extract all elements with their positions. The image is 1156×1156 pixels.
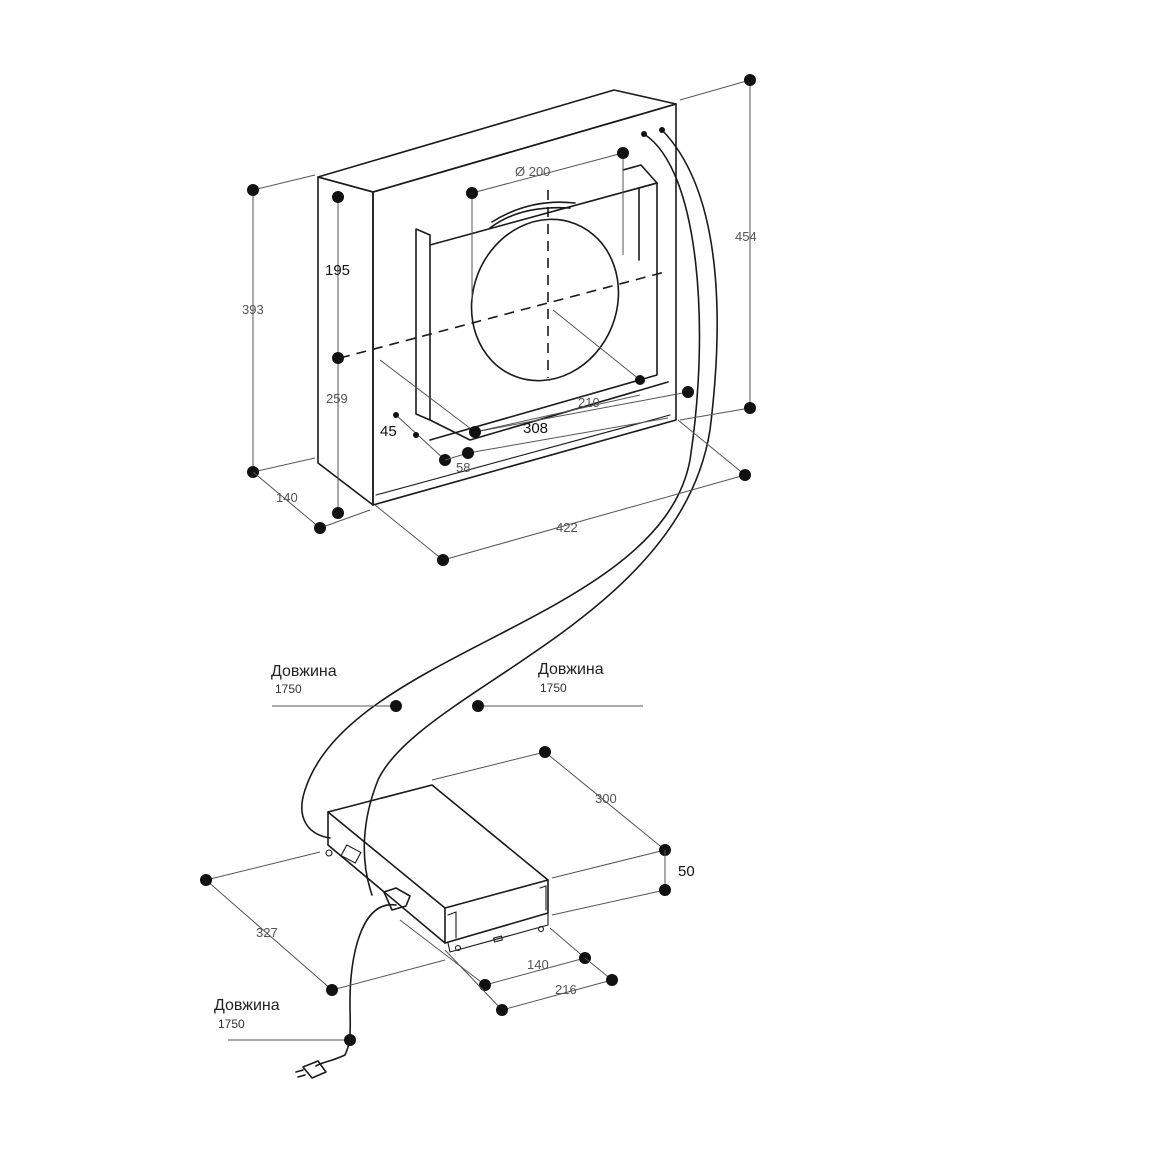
box-top-face bbox=[327, 784, 549, 909]
hood-top-face bbox=[317, 89, 677, 193]
dim-diameter: Ø 200 bbox=[515, 164, 550, 179]
cable-label-right: Довжина 1750 bbox=[472, 661, 643, 712]
dim-box-width: 327 bbox=[256, 925, 278, 940]
dim-box-length: 300 bbox=[595, 791, 617, 806]
dim-box-inner-width: 140 bbox=[527, 957, 549, 972]
dim-width: 422 bbox=[556, 520, 578, 535]
plug-icon bbox=[295, 1060, 327, 1079]
cable-length-label: Довжина bbox=[271, 663, 337, 680]
cable-b bbox=[363, 129, 718, 896]
hood-cables bbox=[301, 127, 718, 896]
dim-inner-width: 210 bbox=[578, 395, 600, 410]
dim-box-height: 50 bbox=[678, 863, 695, 880]
centre-line-horizontal bbox=[339, 271, 666, 359]
dim-height-front: 393 bbox=[242, 302, 264, 317]
power-cable bbox=[315, 904, 397, 1067]
connector-icon bbox=[383, 887, 411, 911]
cable-length-value: 1750 bbox=[540, 681, 567, 695]
dim-bracket-offset: 45 bbox=[380, 423, 397, 440]
cable-label-bottom: Довжина 1750 bbox=[214, 997, 356, 1046]
duct-collar-rim bbox=[491, 201, 576, 223]
hood-body bbox=[317, 89, 677, 506]
cable-label-left: Довжина 1750 bbox=[271, 663, 402, 712]
hood-bracket bbox=[415, 164, 669, 441]
bracket-right-flange bbox=[622, 164, 658, 261]
duct-collar bbox=[489, 206, 571, 229]
dim-height-total: 454 bbox=[735, 229, 757, 244]
cable-length-label: Довжина bbox=[538, 661, 604, 678]
dim-depth: 140 bbox=[276, 490, 298, 505]
hood-side-face bbox=[317, 176, 374, 506]
cable-length-value: 1750 bbox=[218, 1017, 245, 1031]
cable-length-value: 1750 bbox=[275, 682, 302, 696]
dim-inner-offset: 58 bbox=[456, 460, 470, 475]
duct-outlet bbox=[470, 201, 620, 382]
bracket-bottom bbox=[429, 381, 669, 441]
dim-box-outer-width: 216 bbox=[555, 982, 577, 997]
dim-upper: 195 bbox=[325, 262, 350, 279]
connector-icon bbox=[340, 844, 362, 864]
bracket-left-flange bbox=[415, 228, 431, 421]
motor-box bbox=[295, 784, 549, 1079]
duct-opening bbox=[470, 218, 620, 382]
box-front-face bbox=[444, 879, 549, 944]
box-dimensions: 300 50 327 140 216 bbox=[200, 746, 695, 1016]
dim-bracket-width: 308 bbox=[523, 420, 548, 437]
hood-bottom-lip bbox=[375, 414, 671, 496]
cable-a bbox=[301, 133, 701, 839]
cable-length-label: Довжина bbox=[214, 997, 280, 1014]
dim-lower: 259 bbox=[326, 391, 348, 406]
hood-dimensions: 454 393 195 259 140 422 Ø 200 bbox=[242, 74, 757, 566]
box-foot bbox=[447, 912, 549, 953]
bracket-back bbox=[429, 182, 658, 441]
box-side-face bbox=[327, 811, 446, 944]
